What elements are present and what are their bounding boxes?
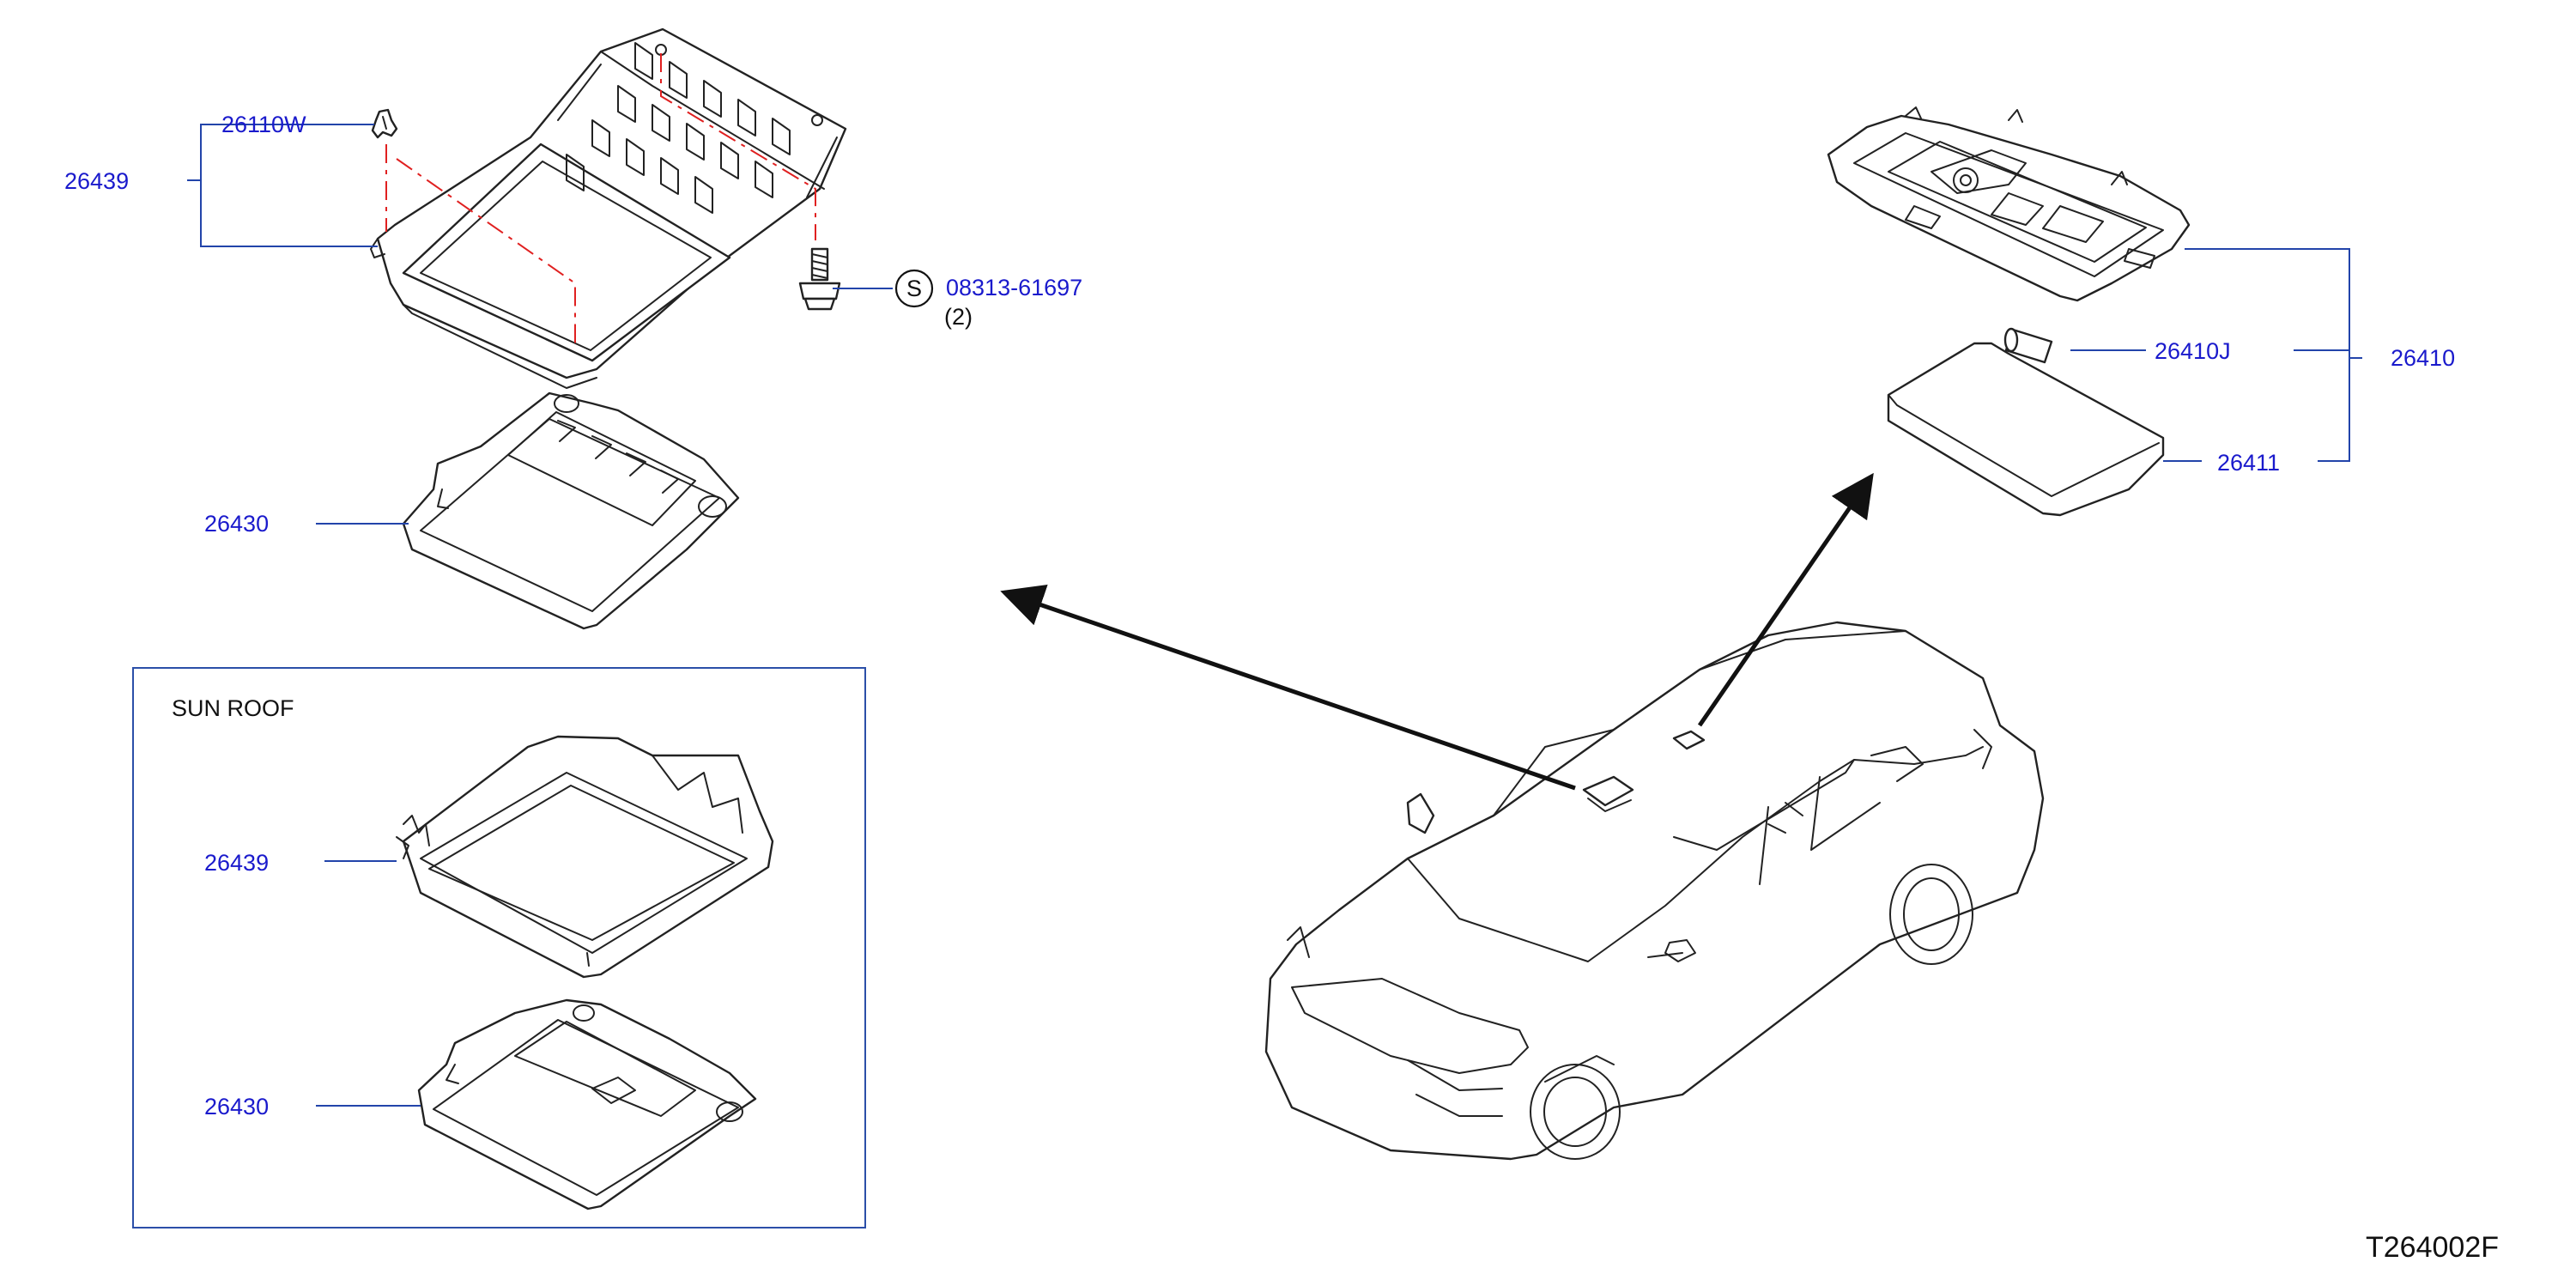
lamp-lens-26430 [402, 391, 740, 630]
label-screw-symbol: S [906, 276, 923, 301]
label-26439-top: 26439 [64, 168, 130, 194]
label-26410J: 26410J [2155, 338, 2231, 364]
sunroof-inset-frame [132, 667, 866, 1228]
clip-26110W [371, 108, 398, 139]
label-26410: 26410 [2391, 345, 2456, 371]
lens-26411 [1887, 342, 2165, 517]
label-26430-sunroof: 26430 [204, 1094, 270, 1119]
label-26110W: 26110W [221, 112, 306, 137]
screw-s-marker [894, 269, 934, 308]
bulb-26410J [2003, 327, 2053, 364]
sunroof-lens-26430 [417, 998, 757, 1210]
label-08313-61697: 08313-61697 [946, 275, 1083, 300]
label-26411: 26411 [2217, 450, 2281, 476]
lamp-housing-26439 [370, 27, 847, 389]
label-quantity: (2) [944, 304, 973, 330]
label-26439-sunroof: 26439 [204, 850, 270, 876]
leader-lines [187, 124, 2362, 1107]
assembly-centerlines [385, 53, 816, 343]
figure-code: T264002F [2366, 1231, 2499, 1264]
sunroof-housing-26439 [396, 735, 774, 979]
label-26430-top: 26430 [204, 511, 270, 537]
personal-lamp-26410 [1827, 106, 2191, 302]
location-arrows [1000, 472, 1874, 791]
sunroof-title: SUN ROOF [172, 695, 294, 721]
screw-08313-61697 [798, 247, 841, 311]
car-outline [1264, 621, 2045, 1161]
